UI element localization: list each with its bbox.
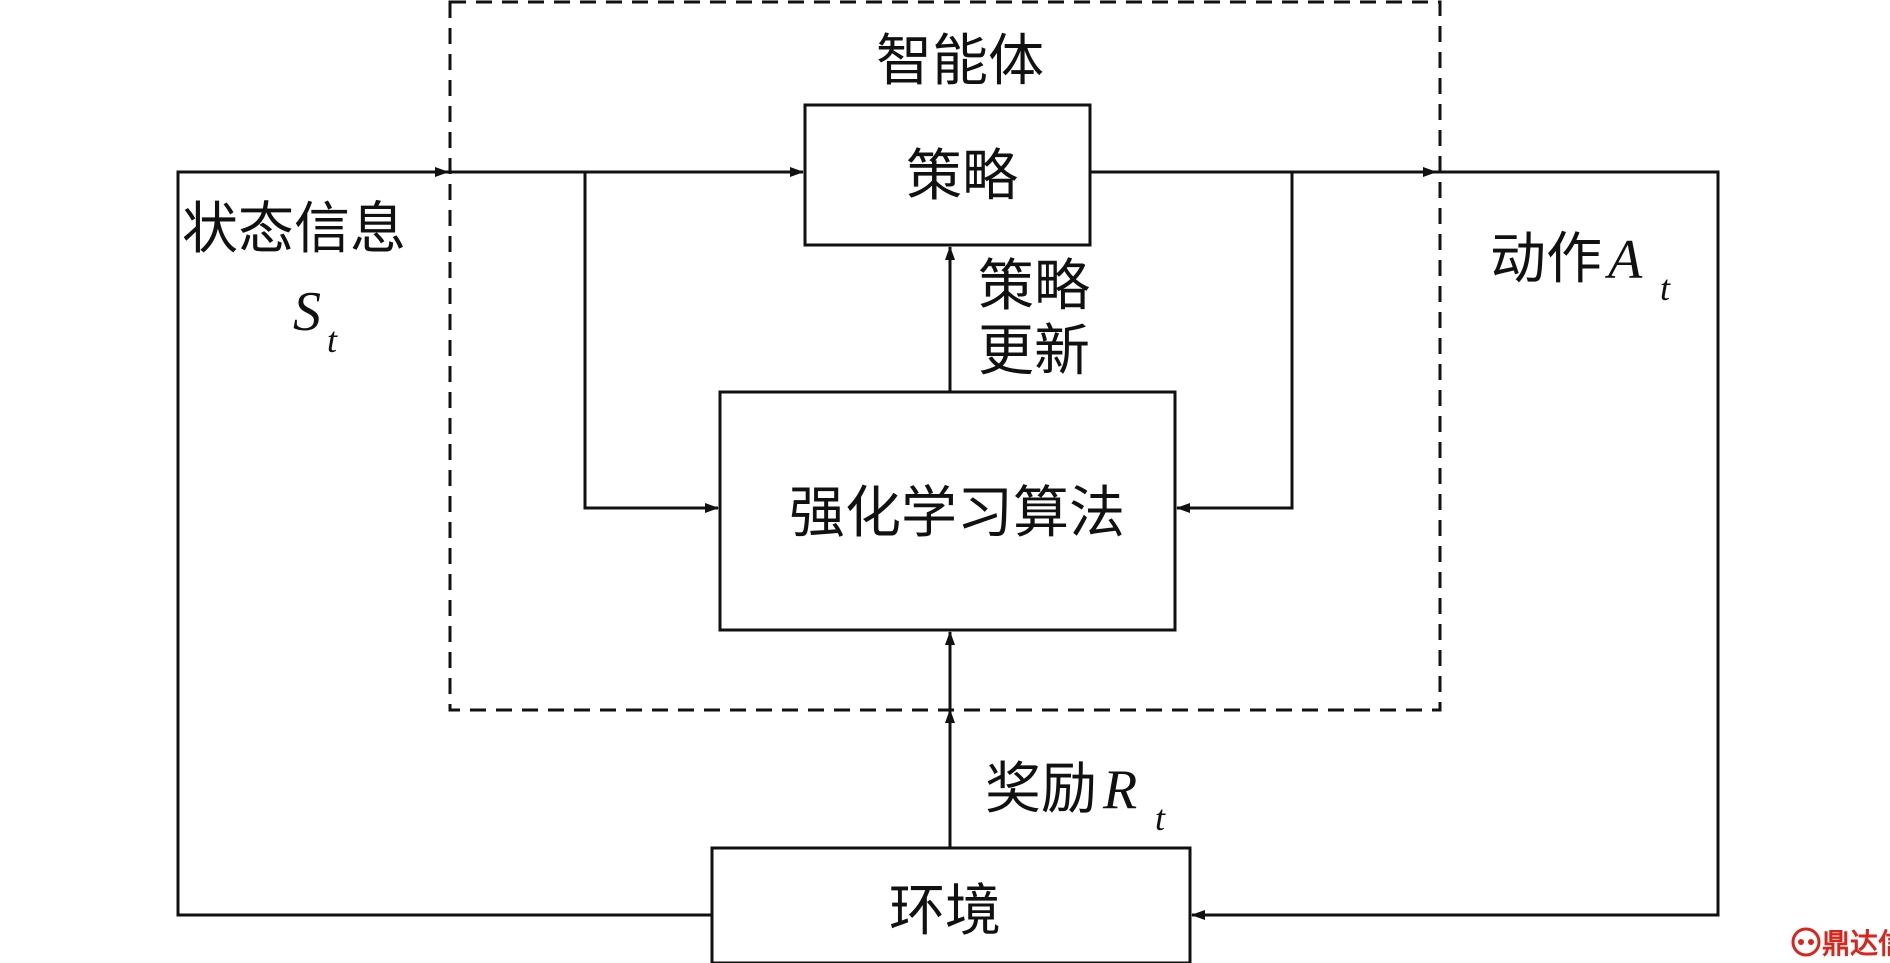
- state-symbol: S: [293, 281, 321, 343]
- state-label: 状态信息: [182, 197, 406, 262]
- reward-symbol: R: [1102, 759, 1137, 821]
- state-feedback-line: [176, 167, 712, 917]
- policy-update-label-line1: 策略: [978, 254, 1090, 319]
- action-symbol: A: [1604, 229, 1643, 291]
- state-to-rl-branch: [583, 172, 719, 513]
- watermark-text: 鼎达信: [1822, 927, 1890, 960]
- watermark-logo: 鼎达信: [1791, 927, 1890, 960]
- action-label: 动作: [1490, 227, 1602, 292]
- reward-subscript: t: [1155, 798, 1166, 838]
- reward-label: 奖励: [985, 757, 1097, 822]
- policy-box-label: 策略: [906, 144, 1018, 209]
- watermark-logo-icon: [1791, 927, 1821, 957]
- policy-update-label-line2: 更新: [978, 319, 1090, 384]
- action-feedback-line: [1191, 170, 1720, 920]
- agent-title: 智能体: [876, 29, 1044, 94]
- rl-algorithm-box: [718, 390, 1177, 632]
- action-to-rl-branch: [1176, 172, 1294, 513]
- policy-box: [803, 103, 1092, 247]
- state-subscript: t: [327, 320, 338, 360]
- environment-box-label: 环境: [889, 879, 1001, 944]
- rl-algorithm-box-label: 强化学习算法: [789, 481, 1125, 546]
- action-subscript: t: [1660, 268, 1671, 308]
